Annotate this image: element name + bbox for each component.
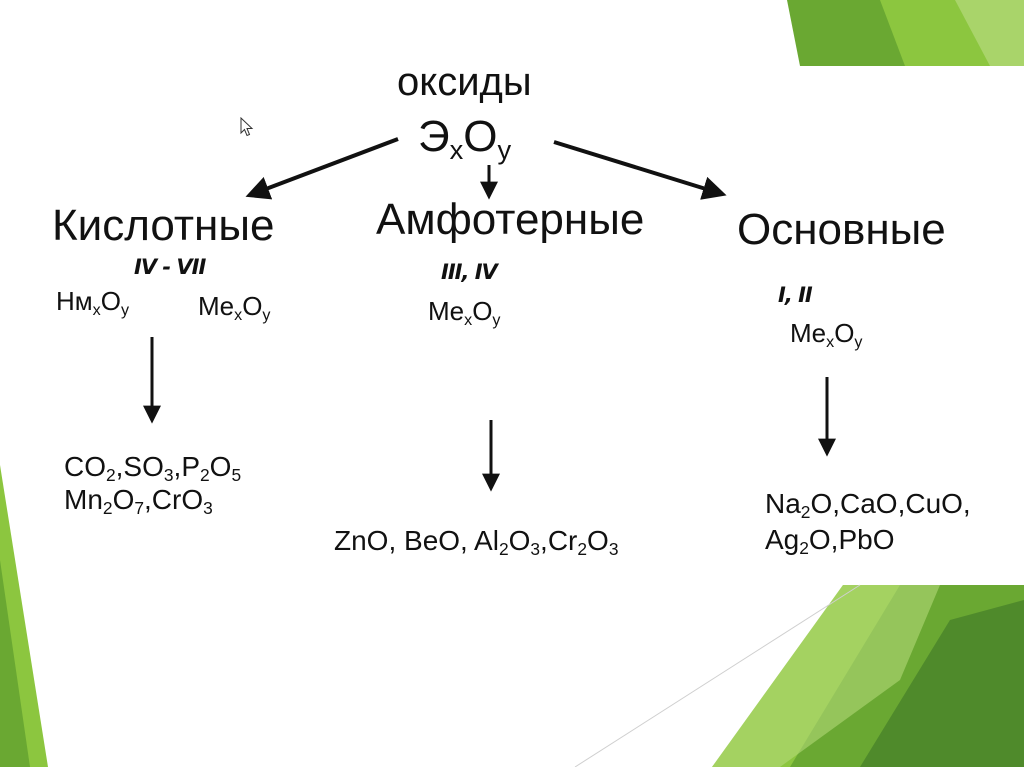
basic-formula: MexOy bbox=[790, 318, 863, 351]
acidic-label: Кислотные bbox=[52, 201, 275, 250]
bg-shape-left-2 bbox=[0, 560, 30, 767]
bg-shape-bottom-right-4 bbox=[712, 585, 940, 767]
bg-thin-line bbox=[574, 584, 861, 767]
basic-label: Основные bbox=[737, 205, 946, 254]
basic-examples-line1: Na2O,CaO,CuO, bbox=[765, 488, 971, 522]
bg-shape-top-right-3 bbox=[955, 0, 1024, 66]
amphoteric-label: Амфотерные bbox=[376, 195, 645, 244]
acidic-formula-metal: MexOy bbox=[198, 291, 271, 324]
basic-valence: I, II bbox=[778, 283, 813, 307]
root-formula: ЭxOy bbox=[418, 112, 512, 165]
acidic-formula-nonmetal: НмxOy bbox=[56, 286, 130, 319]
basic-examples-line2: Ag2O,PbO bbox=[765, 524, 895, 558]
acidic-examples-line1: CO2,SO3,P2O5 bbox=[64, 451, 242, 485]
mouse-pointer-icon bbox=[240, 117, 254, 137]
amphoteric-formula: MexOy bbox=[428, 296, 501, 329]
arrow-to-basic bbox=[553, 140, 727, 200]
acidic-valence: IV - VII bbox=[134, 255, 206, 279]
amphoteric-valence: III, IV bbox=[441, 260, 498, 284]
arrow-to-acidic bbox=[245, 137, 399, 200]
bg-shape-bottom-right-3 bbox=[860, 600, 1024, 767]
amphoteric-examples-line1: ZnO, BeO, Al2O3,Cr2O3 bbox=[334, 525, 619, 559]
acidic-examples-line2: Mn2O7,CrO3 bbox=[64, 484, 213, 518]
root-title: оксиды bbox=[397, 60, 532, 104]
